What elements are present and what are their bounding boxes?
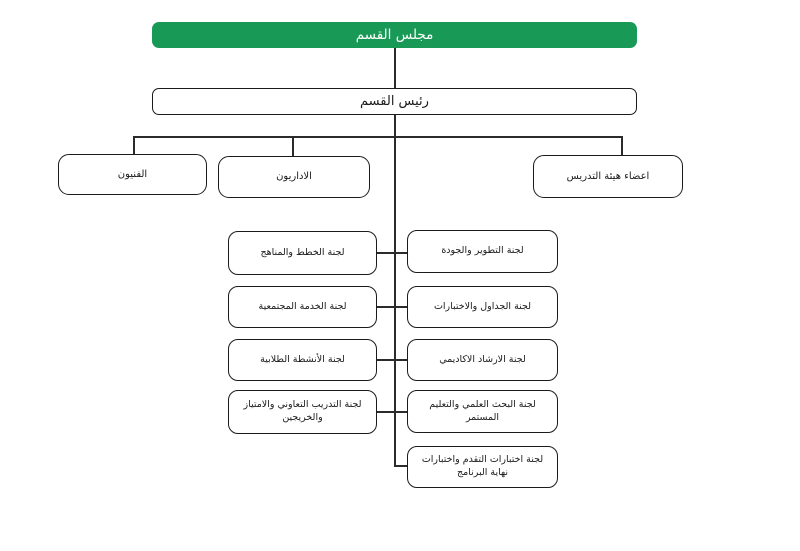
node-committee-research-continuing-education: لجنة البحث العلمي والتعليم المستمر: [407, 390, 558, 433]
connector-root-to-head: [394, 48, 396, 88]
node-department-head: رئيس القسم: [152, 88, 637, 115]
node-department-council: مجلس القسم: [152, 22, 637, 48]
connector-groups-horizontal: [133, 136, 623, 138]
node-committee-development-quality: لجنة التطوير والجودة: [407, 230, 558, 273]
connector-trunk-vertical: [394, 115, 396, 467]
node-committee-community-service: لجنة الخدمة المجتمعية: [228, 286, 377, 328]
connector-stub-left-4: [376, 411, 395, 413]
connector-drop-technicians: [133, 136, 135, 155]
connector-stub-right-1: [396, 252, 408, 254]
node-committee-student-activities: لجنة الأنشطة الطلابية: [228, 339, 377, 381]
node-committee-academic-advising: لجنة الارشاد الاكاديمي: [407, 339, 558, 381]
connector-stub-left-2: [376, 306, 395, 308]
node-committee-schedules-exams: لجنة الجداول والاختبارات: [407, 286, 558, 328]
connector-stub-left-1: [376, 252, 395, 254]
node-technicians: الفنيون: [58, 154, 207, 195]
connector-elbow-right-5: [394, 465, 408, 467]
node-committee-coop-training-alumni: لجنة التدريب التعاوني والامتياز والخريجي…: [228, 390, 377, 434]
node-administrators: الاداريون: [218, 156, 370, 198]
connector-stub-right-2: [396, 306, 408, 308]
connector-stub-right-4: [396, 411, 408, 413]
connector-drop-administrators: [292, 136, 294, 157]
connector-drop-faculty: [621, 136, 623, 156]
connector-stub-left-3: [376, 359, 395, 361]
node-committee-progress-final-exams: لجنة اختبارات التقدم واختبارات نهاية الب…: [407, 446, 558, 488]
node-committee-plans-curricula: لجنة الخطط والمناهج: [228, 231, 377, 275]
node-faculty-members: اعضاء هيئة التدريس: [533, 155, 683, 198]
connector-stub-right-3: [396, 359, 408, 361]
